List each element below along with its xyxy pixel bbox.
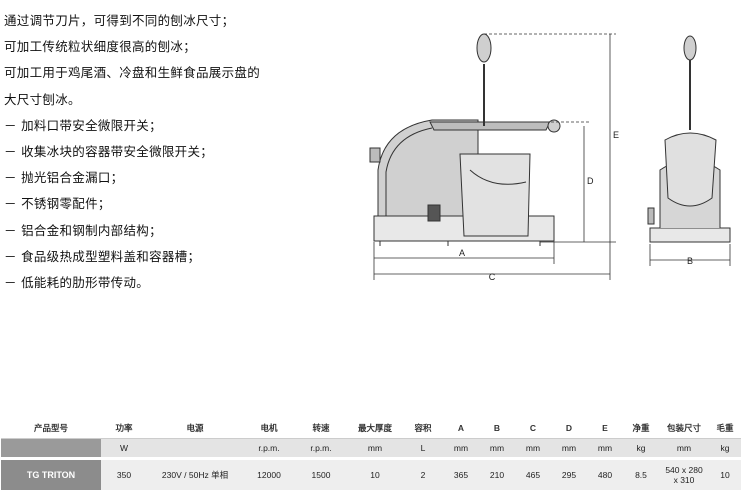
col-header: 毛重 bbox=[709, 418, 741, 439]
feature-bullet: － 收集冰块的容器带安全微限开关； bbox=[4, 144, 214, 160]
feature-bullet: － 低能耗的肋形带传动。 bbox=[4, 275, 150, 291]
gross-weight-cell: 10 bbox=[709, 458, 741, 490]
front-hopper bbox=[664, 132, 717, 207]
supply-cell: 230V / 50Hz 单相 bbox=[147, 458, 243, 490]
col-header: B bbox=[479, 418, 515, 439]
unit-cell: mm bbox=[551, 438, 587, 460]
side-container-lip bbox=[469, 169, 527, 185]
col-header: A bbox=[443, 418, 479, 439]
dim-label-c: C bbox=[489, 272, 496, 282]
unit-cell: kg bbox=[709, 438, 741, 460]
feature-bullet: － 铝合金和钢制内部结构； bbox=[4, 222, 162, 238]
dimension-lines bbox=[373, 33, 731, 280]
side-handle-knob bbox=[476, 33, 492, 63]
unit-cell: mm bbox=[443, 438, 479, 460]
dim-c-cell: 465 bbox=[515, 458, 551, 490]
table-units-row: W r.p.m. r.p.m. mm L mm mm mm mm mm kg m… bbox=[1, 438, 741, 460]
power-cell: 350 bbox=[101, 458, 147, 490]
col-header: D bbox=[551, 418, 587, 439]
col-header: E bbox=[587, 418, 623, 439]
pack-size-line: 540 x 280 bbox=[665, 465, 703, 475]
volume-cell: 2 bbox=[403, 458, 443, 490]
feature-line: 可加工传统粒状细度很高的刨冰； bbox=[4, 39, 197, 55]
col-header: 产品型号 bbox=[1, 418, 101, 439]
dim-a-cell: 365 bbox=[443, 458, 479, 490]
speed-cell: 1500 bbox=[295, 458, 347, 490]
front-base bbox=[649, 227, 731, 243]
front-knob bbox=[647, 207, 655, 225]
col-header: 容积 bbox=[403, 418, 443, 439]
spec-table: 产品型号 功率 电源 电机 转速 最大厚度 容积 A B C D E 净重 包装… bbox=[1, 418, 741, 490]
side-knob bbox=[369, 147, 381, 163]
side-body-contour bbox=[385, 127, 433, 216]
col-header: 转速 bbox=[295, 418, 347, 439]
model-cell: TG TRITON bbox=[1, 458, 101, 490]
feature-list: 通过调节刀片，可得到不同的刨冰尺寸； 可加工传统粒状细度很高的刨冰； 可加工用于… bbox=[4, 8, 334, 296]
side-pivot bbox=[547, 119, 561, 133]
thickness-cell: 10 bbox=[347, 458, 403, 490]
front-view bbox=[647, 35, 731, 243]
side-lid bbox=[429, 121, 551, 131]
dim-e-cell: 480 bbox=[587, 458, 623, 490]
dim-label-b: B bbox=[687, 256, 693, 266]
motor-cell: 12000 bbox=[243, 458, 295, 490]
col-header: 净重 bbox=[623, 418, 659, 439]
feature-bullet: － 食品级热成型塑料盖和容器槽； bbox=[4, 248, 201, 264]
dim-b-cell: 210 bbox=[479, 458, 515, 490]
feature-line: 通过调节刀片，可得到不同的刨冰尺寸； bbox=[4, 13, 235, 28]
pack-size-line: x 310 bbox=[673, 475, 695, 485]
side-body bbox=[377, 119, 479, 217]
col-header: C bbox=[515, 418, 551, 439]
unit-cell: mm bbox=[587, 438, 623, 460]
unit-cell: r.p.m. bbox=[295, 438, 347, 460]
technical-drawing: A C D E B bbox=[369, 33, 731, 282]
col-header: 功率 bbox=[101, 418, 147, 439]
dim-label-d: D bbox=[587, 176, 594, 186]
feature-line: 大尺寸刨冰。 bbox=[4, 91, 81, 107]
table-row: TG TRITON 350 230V / 50Hz 单相 12000 1500 … bbox=[1, 458, 741, 490]
col-header: 电机 bbox=[243, 418, 295, 439]
feature-bullet: － 加料口带安全微限开关； bbox=[4, 117, 162, 133]
unit-cell: mm bbox=[347, 438, 403, 460]
side-view bbox=[369, 33, 561, 246]
feature-bullet: － 不锈钢零配件； bbox=[4, 196, 111, 212]
unit-cell: kg bbox=[623, 438, 659, 460]
col-header: 电源 bbox=[147, 418, 243, 439]
unit-cell: r.p.m. bbox=[243, 438, 295, 460]
unit-cell: L bbox=[403, 438, 443, 460]
unit-cell bbox=[147, 438, 243, 460]
dim-d-cell: 295 bbox=[551, 458, 587, 490]
side-container bbox=[459, 153, 531, 237]
front-handle-knob bbox=[683, 35, 697, 61]
unit-cell bbox=[1, 438, 101, 460]
side-switch bbox=[427, 204, 441, 222]
unit-cell: mm bbox=[659, 438, 709, 460]
col-header: 最大厚度 bbox=[347, 418, 403, 439]
pack-size-cell: 540 x 280 x 310 bbox=[659, 458, 709, 490]
dim-label-a: A bbox=[459, 248, 465, 258]
dimension-labels: A C D E B bbox=[459, 130, 693, 282]
feature-line: 可加工用于鸡尾酒、冷盘和生鲜食品展示盘的 bbox=[4, 65, 261, 81]
table-header-row: 产品型号 功率 电源 电机 转速 最大厚度 容积 A B C D E 净重 包装… bbox=[1, 418, 741, 439]
col-header: 包装尺寸 bbox=[659, 418, 709, 439]
net-weight-cell: 8.5 bbox=[623, 458, 659, 490]
unit-cell: W bbox=[101, 438, 147, 460]
dim-label-e: E bbox=[613, 130, 619, 140]
unit-cell: mm bbox=[515, 438, 551, 460]
feature-bullet: － 抛光铝合金漏口； bbox=[4, 170, 124, 186]
unit-cell: mm bbox=[479, 438, 515, 460]
